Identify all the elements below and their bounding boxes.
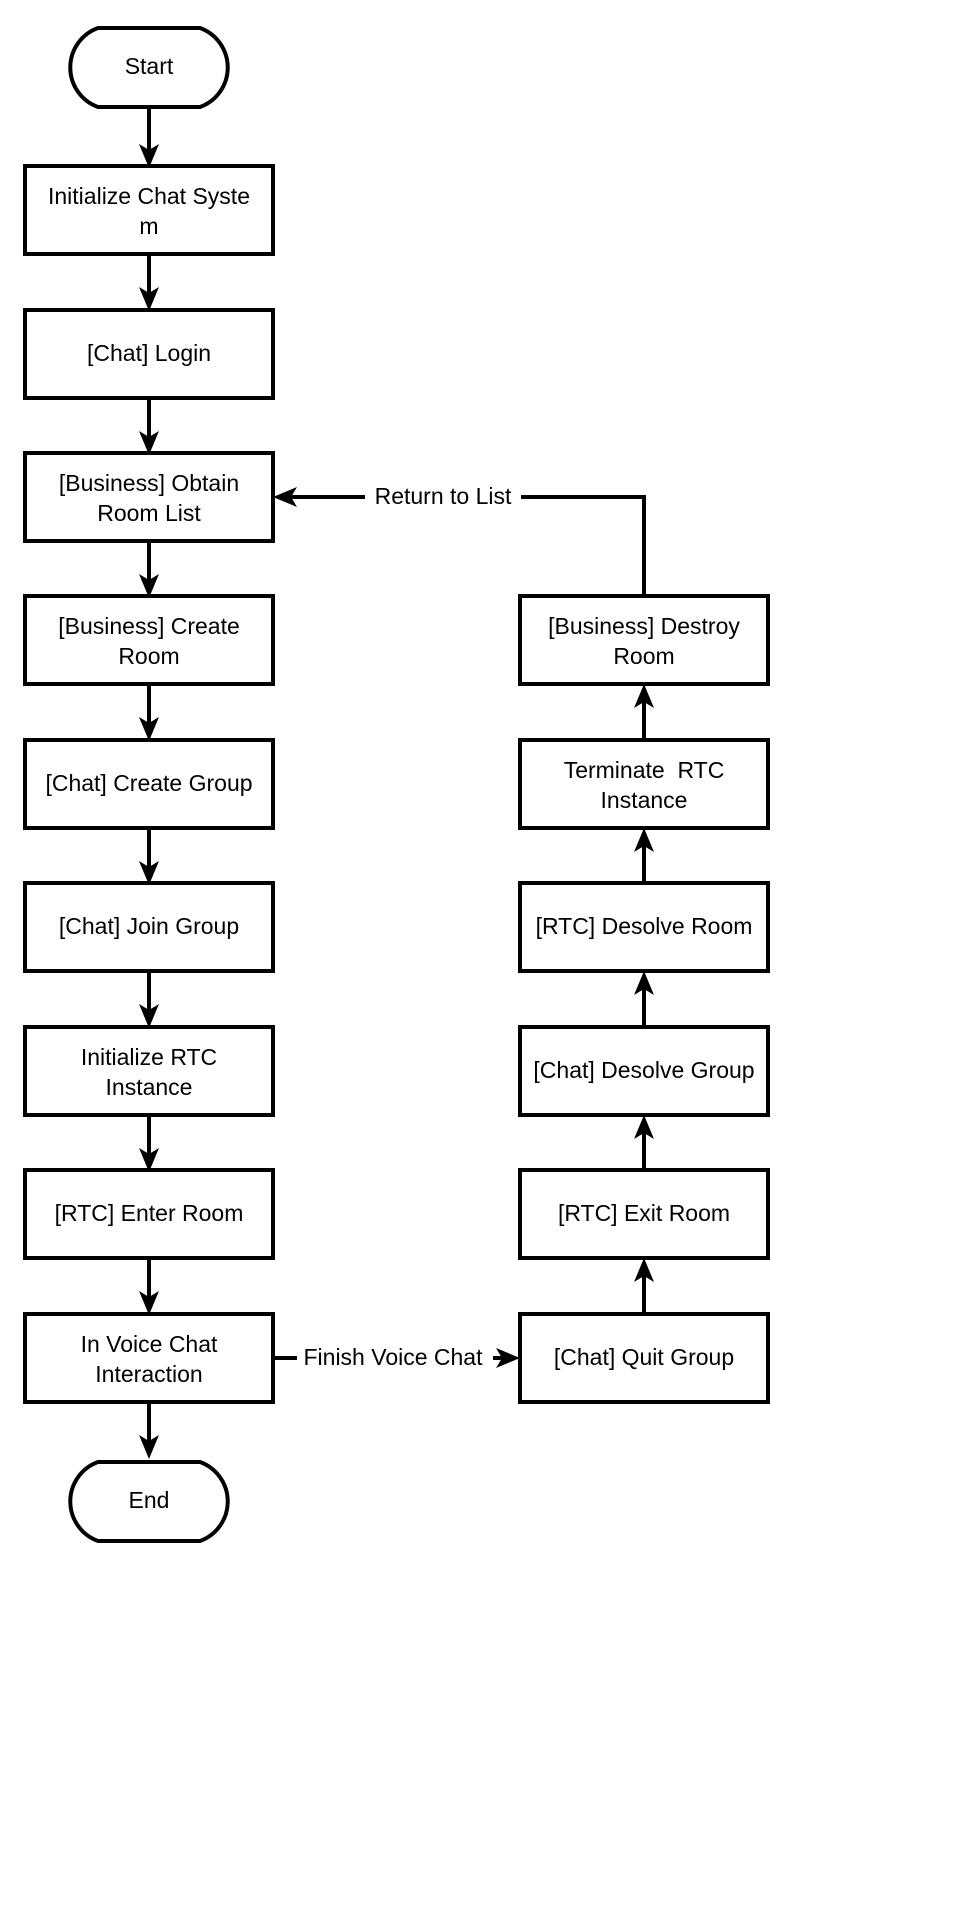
node-rtc-enter-room-shape[interactable] [23,1168,275,1260]
edge-start-to-initialize-chat-system [139,107,159,168]
node-initialize-chat-system-label-line1: Initialize Chat Syste [48,183,250,209]
edge-chat-login-to-obtain-room-list [139,398,159,455]
node-start-label: Start [125,53,174,79]
node-chat-create-group-shape[interactable] [23,738,275,830]
node-chat-login-label: [Chat] Login [87,340,211,366]
edge-obtain-room-list-to-create-room [139,541,159,598]
node-in-voice-chat-interaction-label-line2: Interaction [95,1361,202,1387]
node-initialize-rtc-instance-label-line2: Instance [106,1074,193,1100]
edge-in-voice-chat-interaction-to-end [139,1402,159,1459]
node-create-room-shape[interactable] [23,594,275,686]
edge-initialize-rtc-instance-to-rtc-enter-room [139,1115,159,1172]
node-initialize-rtc-instance-label-line1: Initialize RTC [81,1044,217,1070]
node-initialize-chat-system-label-line2: m [139,213,158,239]
edge-label-return-to-list: Return to List [375,483,512,509]
node-destroy-room-shape[interactable] [518,594,770,686]
node-terminate-rtc-instance-label-line1: Terminate RTC [564,757,725,783]
edge-in-voice-chat-interaction-to-chat-quit-group: Finish Voice Chat [273,1343,520,1374]
edge-rtc-enter-room-to-in-voice-chat-interaction [139,1258,159,1315]
node-obtain-room-list-label-line1: [Business] Obtain [59,470,239,496]
edge-label-background-finish-voice-chat [297,1343,493,1374]
node-terminate-rtc-instance-label-line2: Instance [601,787,688,813]
node-layer: Start Initialize Chat Syste m [Chat] Log… [23,26,770,1543]
node-rtc-exit-room-shape[interactable] [518,1168,770,1260]
node-rtc-desolve-room-label: [RTC] Desolve Room [536,913,753,939]
node-obtain-room-list[interactable]: [Business] Obtain Room List [23,451,275,543]
node-chat-desolve-group[interactable]: [Chat] Desolve Group [518,1025,770,1117]
edge-chat-create-group-to-chat-join-group [139,828,159,885]
node-rtc-exit-room-label: [RTC] Exit Room [558,1200,730,1226]
node-chat-join-group-shape[interactable] [23,881,275,973]
node-chat-quit-group[interactable]: [Chat] Quit Group [518,1312,770,1404]
node-end-label: End [129,1487,170,1513]
node-in-voice-chat-interaction-label-line1: In Voice Chat [81,1331,218,1357]
edge-rtc-exit-room-to-chat-desolve-group [634,1115,654,1170]
edge-label-finish-voice-chat: Finish Voice Chat [304,1344,484,1370]
node-rtc-exit-room[interactable]: [RTC] Exit Room [518,1168,770,1260]
edge-label-background-return-to-list [365,482,521,513]
node-chat-join-group[interactable]: [Chat] Join Group [23,881,275,973]
node-chat-login[interactable]: [Chat] Login [23,308,275,400]
edge-create-room-to-chat-create-group [139,684,159,741]
node-rtc-enter-room-label: [RTC] Enter Room [55,1200,244,1226]
node-terminate-rtc-instance-shape[interactable] [518,738,770,830]
node-obtain-room-list-shape[interactable] [23,451,275,543]
edge-rtc-desolve-room-to-terminate-rtc-instance [634,828,654,883]
node-initialize-chat-system[interactable]: Initialize Chat Syste m [23,164,275,256]
node-in-voice-chat-interaction[interactable]: In Voice Chat Interaction [23,1312,275,1404]
node-create-room-label-line2: Room [118,643,179,669]
edge-chat-desolve-group-to-rtc-desolve-room [634,971,654,1027]
node-chat-desolve-group-shape[interactable] [518,1025,770,1117]
node-chat-join-group-label: [Chat] Join Group [59,913,239,939]
node-initialize-rtc-instance[interactable]: Initialize RTC Instance [23,1025,275,1117]
node-obtain-room-list-label-line2: Room List [97,500,201,526]
node-destroy-room-label-line2: Room [613,643,674,669]
node-end-shape[interactable] [68,1460,230,1543]
node-chat-create-group-label: [Chat] Create Group [45,770,252,796]
node-chat-quit-group-label: [Chat] Quit Group [554,1344,734,1370]
node-start[interactable]: Start [68,26,230,109]
edge-initialize-chat-system-to-chat-login [139,254,159,311]
edge-chat-join-group-to-initialize-rtc-instance [139,971,159,1028]
edge-layer: Finish Voice Chat [139,107,654,1459]
node-in-voice-chat-interaction-shape[interactable] [23,1312,275,1404]
node-rtc-desolve-room[interactable]: [RTC] Desolve Room [518,881,770,973]
node-start-shape[interactable] [68,26,230,109]
node-rtc-desolve-room-shape[interactable] [518,881,770,973]
node-initialize-rtc-instance-shape[interactable] [23,1025,275,1117]
node-end[interactable]: End [68,1460,230,1543]
node-create-room[interactable]: [Business] Create Room [23,594,275,686]
node-destroy-room-label-line1: [Business] Destroy [548,613,740,639]
node-chat-quit-group-shape[interactable] [518,1312,770,1404]
node-chat-login-shape[interactable] [23,308,275,400]
node-destroy-room[interactable]: [Business] Destroy Room [518,594,770,686]
node-initialize-chat-system-shape[interactable] [23,164,275,256]
node-chat-create-group[interactable]: [Chat] Create Group [23,738,275,830]
node-chat-desolve-group-label: [Chat] Desolve Group [533,1057,754,1083]
node-create-room-label-line1: [Business] Create [58,613,240,639]
edge-chat-quit-group-to-rtc-exit-room [634,1258,654,1314]
node-terminate-rtc-instance[interactable]: Terminate RTC Instance [518,738,770,830]
edge-destroy-room-to-obtain-room-list: Return to List [273,482,646,596]
node-rtc-enter-room[interactable]: [RTC] Enter Room [23,1168,275,1260]
edge-terminate-rtc-instance-to-destroy-room [634,684,654,740]
